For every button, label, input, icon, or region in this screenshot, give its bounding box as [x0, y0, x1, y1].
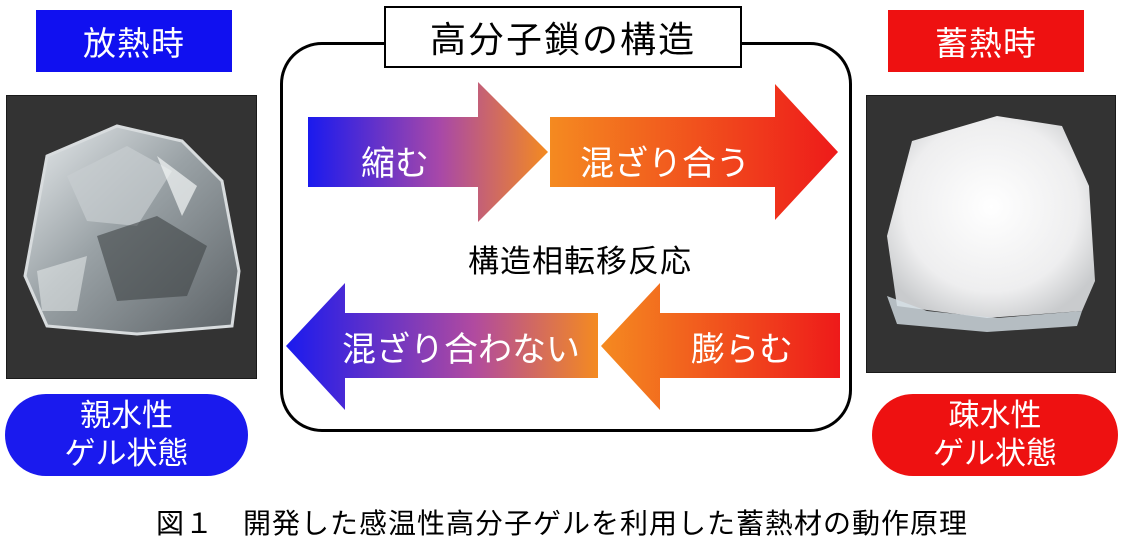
- hydrophilic-gel-pill: 親水性 ゲル状態: [5, 394, 248, 476]
- opaque-gel-image: [887, 116, 1095, 332]
- no-mix-arrow: [286, 283, 598, 410]
- mix-label: 混ざり合う: [580, 143, 750, 184]
- gel-state-label: ゲル状態: [64, 436, 189, 472]
- opaque-gel-photo: [866, 95, 1116, 373]
- hydrophobic-label: 疎水性: [948, 398, 1042, 434]
- heat-storage-label: 蓄熱時: [888, 10, 1084, 72]
- transparent-gel-photo: [6, 95, 257, 379]
- gel-state-label: ゲル状態: [933, 436, 1057, 472]
- swell-arrow: [601, 283, 840, 410]
- heat-release-label: 放熱時: [36, 10, 232, 72]
- shrink-label: 縮む: [361, 143, 429, 184]
- hydrophobic-gel-pill: 疎水性 ゲル状態: [872, 394, 1118, 476]
- no-mix-label: 混ざり合わない: [342, 329, 580, 370]
- polymer-chain-structure-title: 高分子鎖の構造: [384, 6, 742, 68]
- phase-transition-caption: 構造相転移反応: [468, 243, 692, 280]
- transparent-gel-image: [23, 124, 241, 336]
- figure-caption: 図１ 開発した感温性高分子ゲルを利用した蓄熱材の動作原理: [155, 507, 968, 540]
- shrink-arrow: [308, 82, 548, 222]
- hydrophilic-label: 親水性: [80, 398, 173, 434]
- mix-arrow: [550, 84, 838, 220]
- swell-label: 膨らむ: [691, 329, 793, 370]
